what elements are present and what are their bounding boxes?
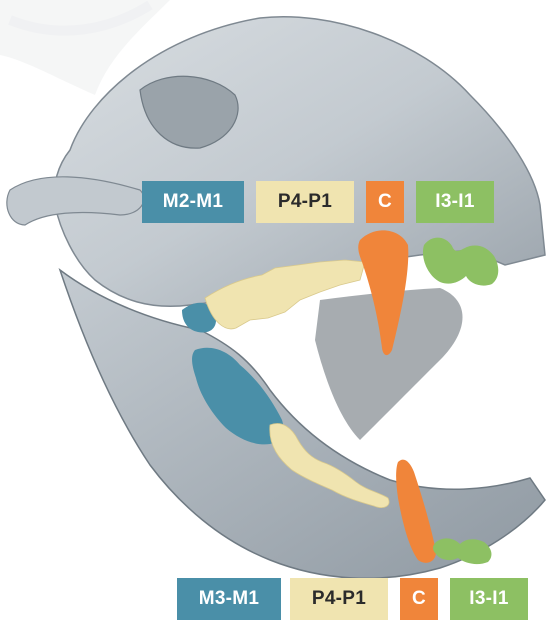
lower-canine-label: C xyxy=(400,578,438,620)
upper-incisors-label: I3-I1 xyxy=(416,181,494,223)
lower-incisors-label: I3-I1 xyxy=(450,578,528,620)
lower-molars-label: M3-M1 xyxy=(177,578,281,620)
upper-premolars-label: P4-P1 xyxy=(256,181,354,223)
upper-canine-label: C xyxy=(366,181,404,223)
mandible xyxy=(60,270,545,578)
upper-molars-label: M2-M1 xyxy=(142,181,244,223)
lower-premolars-label: P4-P1 xyxy=(290,578,388,620)
